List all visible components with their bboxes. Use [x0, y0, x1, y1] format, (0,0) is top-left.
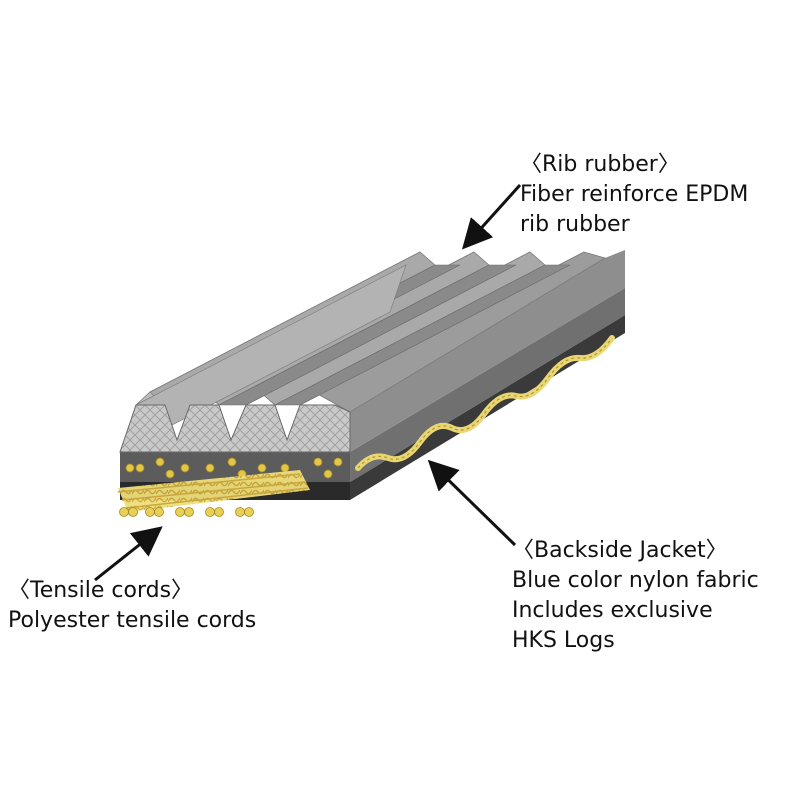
rib-block-side [350, 250, 625, 452]
backside-jacket-callout: 〈Backside Jacket〉 Blue color nylon fabri… [512, 536, 759, 656]
tensile-cords-heading: 〈Tensile cords〉 [8, 578, 194, 603]
backside-jacket-line3: HKS Logs [512, 628, 615, 653]
backside-jacket-heading: 〈Backside Jacket〉 [512, 538, 728, 563]
rib-front-face [119, 404, 351, 453]
rib-rubber-callout: 〈Rib rubber〉 Fiber reinforce EPDM rib ru… [520, 150, 748, 240]
backside-jacket-line1: Blue color nylon fabric [512, 568, 759, 593]
tensile-cords-callout: 〈Tensile cords〉 Polyester tensile cords [8, 576, 256, 636]
rib-rubber-line1: Fiber reinforce EPDM [520, 182, 749, 207]
tensile-cords-line1: Polyester tensile cords [8, 608, 257, 633]
rib-rubber-arrow [461, 183, 522, 250]
rib-ridges [119, 251, 606, 453]
belt [117, 250, 625, 517]
rib-rubber-heading: 〈Rib rubber〉 [520, 152, 680, 177]
tensile-cords-arrow [94, 526, 163, 582]
cord-layer-side [350, 288, 625, 482]
backside-jacket-line2: Includes exclusive [512, 598, 713, 623]
rib-rubber-line2: rib rubber [520, 212, 630, 237]
frayed-tensile-cords [117, 470, 310, 517]
backside-jacket-arrow [427, 459, 517, 547]
